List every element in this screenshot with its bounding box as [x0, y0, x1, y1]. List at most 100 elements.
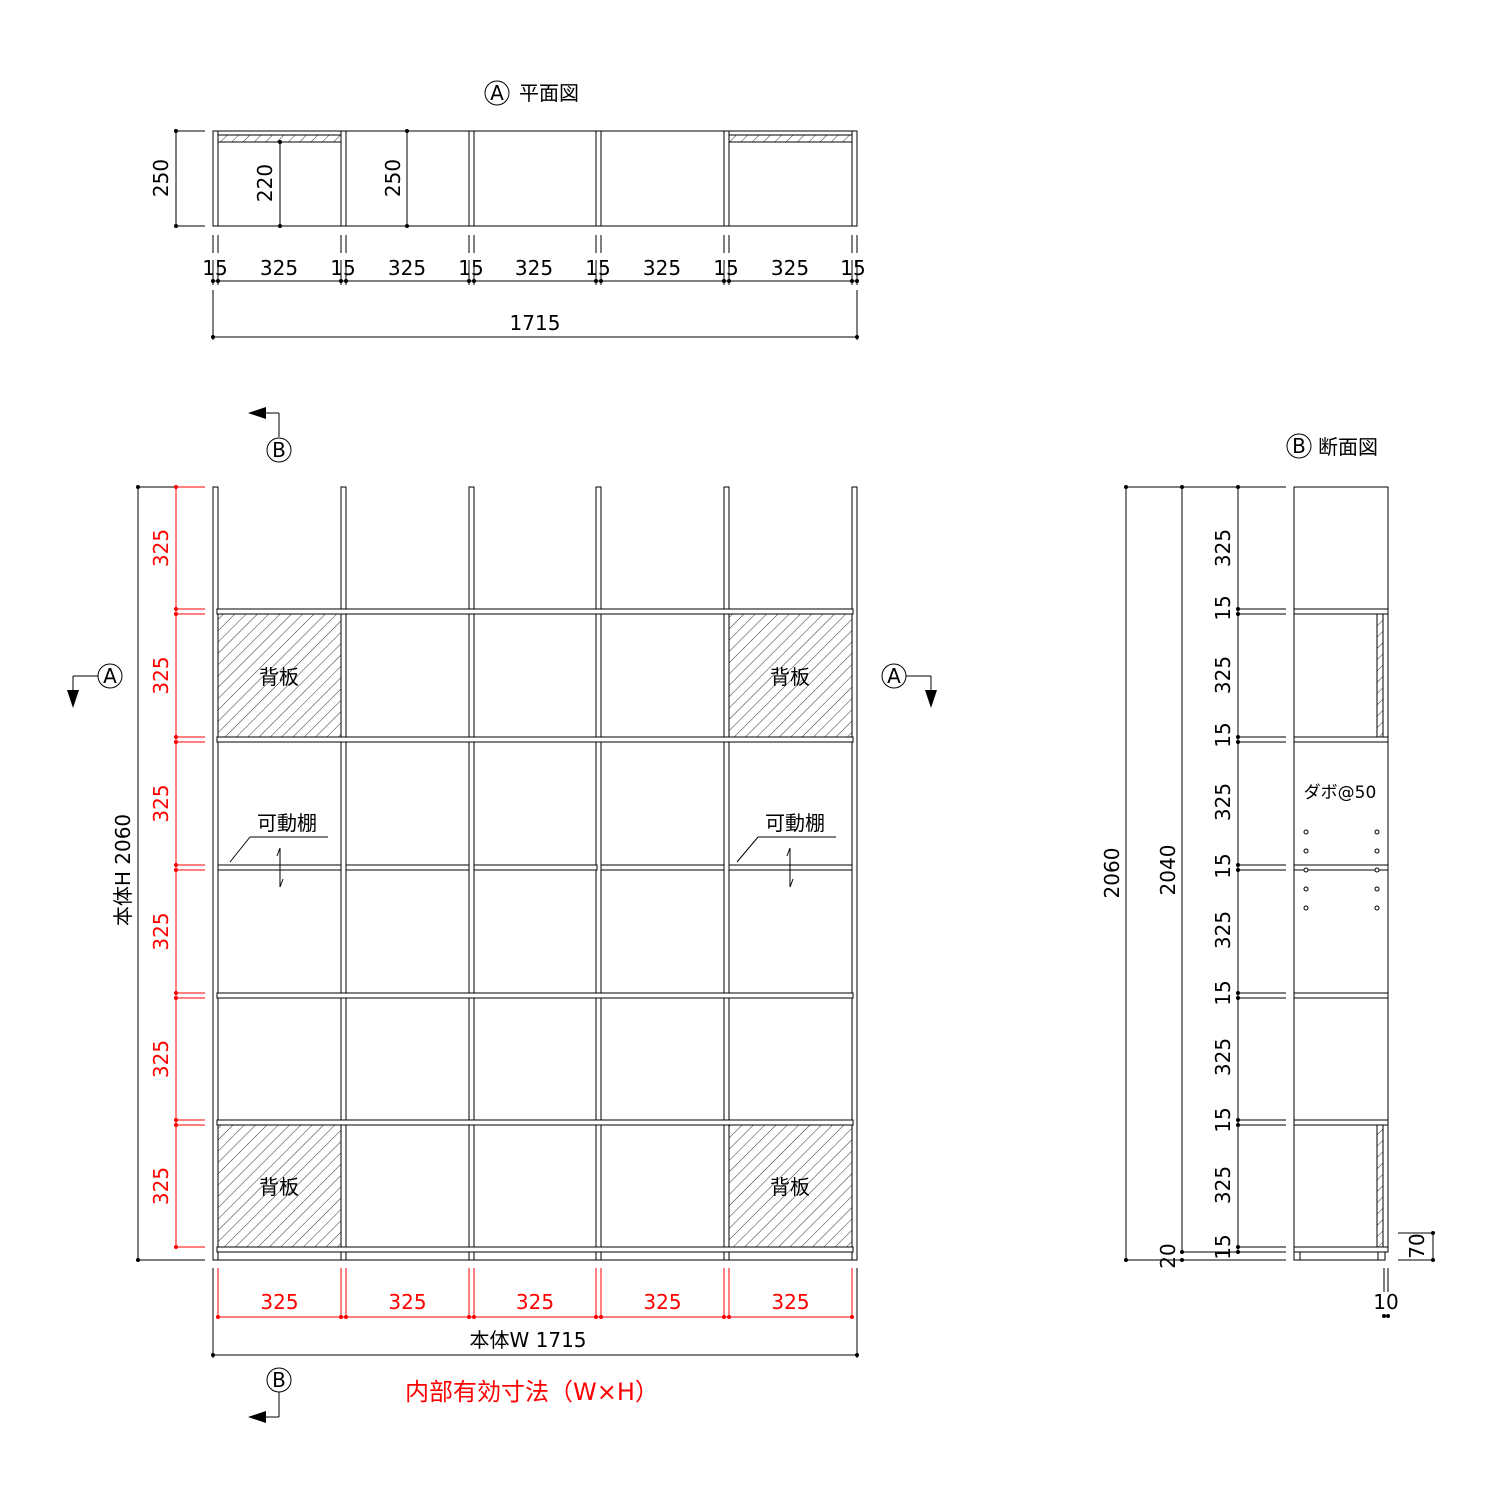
inner-height-value: 325: [149, 1167, 173, 1205]
dowel-hole-icon: [1374, 886, 1380, 892]
dimension-dot: [1382, 1314, 1386, 1318]
line: [276, 847, 281, 857]
plan-width-value: 15: [840, 256, 865, 280]
body-width-label: 本体W 1715: [469, 1328, 586, 1352]
fixed-shelf: [216, 992, 854, 999]
dimension-dot: [405, 129, 409, 133]
section-plinth-height: 20: [1156, 1243, 1180, 1268]
section-marker-circle: [266, 1367, 292, 1393]
section-dim-value: 15: [1211, 853, 1235, 878]
back-panel-hatch: [217, 613, 342, 738]
plan-side-panel: [212, 130, 219, 227]
movable-shelf: [473, 864, 598, 871]
plan-side-panel: [723, 130, 730, 227]
dimension-dot: [174, 868, 178, 872]
dimension-dot: [174, 607, 178, 611]
dimension-dot: [1431, 1258, 1435, 1262]
dowel-hole-icon: [1303, 848, 1309, 854]
section-shelf: [1293, 864, 1389, 871]
section-shelf: [1293, 992, 1389, 999]
back-panel-label: 背板: [259, 665, 299, 689]
section-marker-circle: [484, 80, 510, 106]
section-shelf: [1293, 736, 1389, 743]
plan-side-panel: [340, 130, 347, 227]
fixed-shelf: [216, 1119, 854, 1126]
section-body-height: 2040: [1156, 845, 1180, 896]
inner-height-value: 325: [149, 529, 173, 567]
dimension-dot: [1124, 485, 1128, 489]
inner-height-value: 325: [149, 656, 173, 694]
plan-depth-total: 250: [149, 159, 173, 197]
dimension-dot: [174, 991, 178, 995]
dowel-hole-icon: [1374, 905, 1380, 911]
plan-width-value: 15: [202, 256, 227, 280]
movable-shelf-label: 可動棚: [257, 811, 317, 835]
inner-width-value: 325: [260, 1290, 298, 1314]
plan-width-value: 15: [458, 256, 483, 280]
dimension-dot: [174, 129, 178, 133]
plan-width-value: 15: [330, 256, 355, 280]
dimension-dot: [599, 1315, 603, 1319]
plan-depth-outer: 250: [381, 159, 405, 197]
dimension-dot: [344, 1315, 348, 1319]
dimension-dot: [855, 335, 859, 339]
dowel-hole-icon: [1303, 886, 1309, 892]
side-panel: [595, 486, 602, 1261]
inner-width-value: 325: [771, 1290, 809, 1314]
section-title: 断面図: [1318, 435, 1378, 459]
dimension-dot: [1431, 1231, 1435, 1235]
movable-shelf: [345, 864, 470, 871]
arrow-left-icon: [248, 407, 266, 419]
section-marker-circle: [97, 663, 123, 689]
section-marker-circle: [266, 437, 292, 463]
dimension-dot: [174, 1245, 178, 1249]
back-panel-label: 背板: [770, 665, 810, 689]
dimension-dot: [722, 1315, 726, 1319]
dimension-dot: [339, 1315, 343, 1319]
dimension-dot: [472, 1315, 476, 1319]
section-marker-circle: [881, 663, 907, 689]
side-panel: [212, 486, 219, 1261]
dimension-dot: [216, 1315, 220, 1319]
section-dim-value: 325: [1211, 656, 1235, 694]
section-total-height: 2060: [1100, 848, 1124, 899]
drawing-geometry: [67, 129, 1435, 1423]
dimension-dot: [855, 1353, 859, 1357]
line: [786, 847, 791, 857]
section-dim-value: 15: [1211, 595, 1235, 620]
section-shelf: [1293, 608, 1389, 615]
line: [789, 878, 794, 888]
marker-b-bottom: B: [272, 1368, 286, 1392]
dowel-hole-icon: [1303, 867, 1309, 873]
dimension-dot: [174, 1123, 178, 1127]
dowel-hole-icon: [1374, 829, 1380, 835]
dowel-note: ダボ@50: [1304, 783, 1377, 803]
dimension-dot: [594, 1315, 598, 1319]
side-panel: [851, 486, 858, 1261]
section-dim-value: 15: [1211, 1234, 1235, 1259]
section-shelf: [1293, 1246, 1389, 1253]
dowel-hole-icon: [1303, 829, 1309, 835]
marker-a-right: A: [887, 664, 901, 688]
plan-side-panel: [595, 130, 602, 227]
back-panel-label: 背板: [770, 1175, 810, 1199]
plan-width-value: 325: [643, 256, 681, 280]
arrow-down-icon: [67, 690, 79, 708]
section-back-panel: [1376, 1124, 1384, 1248]
plan-width-value: 325: [515, 256, 553, 280]
dimension-dot: [136, 1258, 140, 1262]
dimension-dot: [174, 612, 178, 616]
dowel-hole-icon: [1374, 848, 1380, 854]
section-dim-value: 15: [1211, 980, 1235, 1005]
leader-line: [229, 836, 251, 863]
inner-width-value: 325: [643, 1290, 681, 1314]
fixed-shelf: [216, 736, 854, 743]
dimension-dot: [727, 1315, 731, 1319]
back-panel-label: 背板: [259, 1175, 299, 1199]
inner-height-value: 325: [149, 784, 173, 822]
arrow-down-icon: [925, 690, 937, 708]
